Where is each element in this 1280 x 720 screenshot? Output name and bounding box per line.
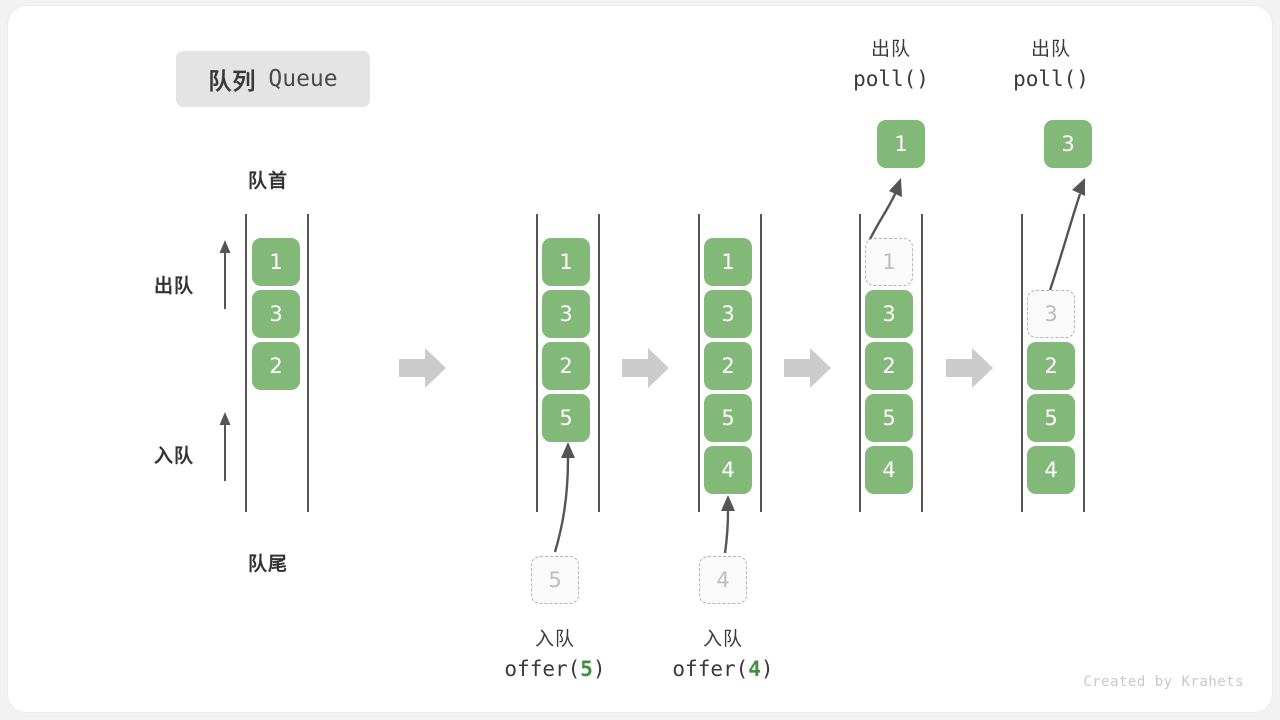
queue-item: 2 [252,342,300,390]
rail-right-col2 [598,214,600,512]
offer-5-code-open: offer( [504,656,581,681]
rail-right-col3 [760,214,762,512]
queue-item: 2 [865,342,913,390]
rail-left-col1 [245,214,247,512]
rail-right-col1 [307,214,309,512]
queue-item: 3 [542,290,590,338]
queue-item-new: 5 [542,394,590,442]
rail-right-col5 [1083,214,1085,512]
footer-credit: Created by Krahets [1083,674,1244,690]
queue-tail-label: 队尾 [248,553,289,575]
polled-item: 3 [1044,120,1092,168]
offer-5-code-close: ) [592,656,606,681]
queue-item: 1 [542,238,590,286]
polled-item: 1 [877,120,925,168]
queue-item: 3 [252,290,300,338]
offer-5-label-cn: 入队 [534,628,575,650]
step-arrow-1 [399,348,446,388]
poll-1-label-cn: 出队 [870,38,911,60]
offer-motion-arrow-4 [721,495,735,554]
poll-3-label: 出队 poll() [971,36,1131,94]
step-arrow-3 [784,348,831,388]
queue-item: 2 [1027,342,1075,390]
poll-1-label: 出队 poll() [811,36,971,94]
title-badge: 队列 Queue [176,51,370,107]
offer-5-label: 入队 offer(5) [455,626,655,684]
rail-left-col2 [536,214,538,512]
offer-4-label: 入队 offer(4) [623,626,823,684]
dequeue-direction-arrow [219,240,231,309]
rail-left-col5 [1021,214,1023,512]
dequeue-side-label: 出队 [154,275,195,297]
queue-item-new: 4 [704,446,752,494]
queue-item: 3 [865,290,913,338]
queue-item: 5 [1027,394,1075,442]
offer-5-label-code: offer(5) [455,654,655,684]
queue-item: 5 [704,394,752,442]
queue-head-label: 队首 [248,170,289,192]
queue-item: 3 [704,290,752,338]
poll-1-label-code: poll() [853,66,929,91]
offer-motion-arrow-5 [553,442,575,553]
queue-item: 1 [252,238,300,286]
incoming-ghost-box: 5 [531,556,579,604]
title-cn: 队列 [208,69,257,95]
offer-4-code-num: 4 [748,656,761,681]
poll-3-label-cn: 出队 [1030,38,1071,60]
offer-4-label-cn: 入队 [702,628,743,650]
rail-right-col4 [921,214,923,512]
offer-4-label-code: offer(4) [623,654,823,684]
step-arrow-4 [946,348,993,388]
queue-item: 2 [542,342,590,390]
queue-item: 5 [865,394,913,442]
poll-3-label-code: poll() [1013,66,1089,91]
outgoing-ghost-box: 1 [865,238,913,286]
rail-left-col4 [859,214,861,512]
enqueue-side-label: 入队 [154,445,195,467]
queue-item: 4 [1027,446,1075,494]
queue-item: 4 [865,446,913,494]
queue-item: 2 [704,342,752,390]
queue-item: 1 [704,238,752,286]
offer-5-code-num: 5 [580,656,593,681]
incoming-ghost-box: 4 [699,556,747,604]
enqueue-direction-arrow [219,412,231,481]
rail-left-col3 [698,214,700,512]
outgoing-ghost-box: 3 [1027,290,1075,338]
step-arrow-2 [622,348,669,388]
offer-4-code-close: ) [760,656,774,681]
diagram-card: 队列 Queue 队首 出队 入队 1 3 2 队尾 1 3 2 5 [8,6,1272,712]
title-en: Queue [268,66,338,92]
offer-4-code-open: offer( [672,656,749,681]
